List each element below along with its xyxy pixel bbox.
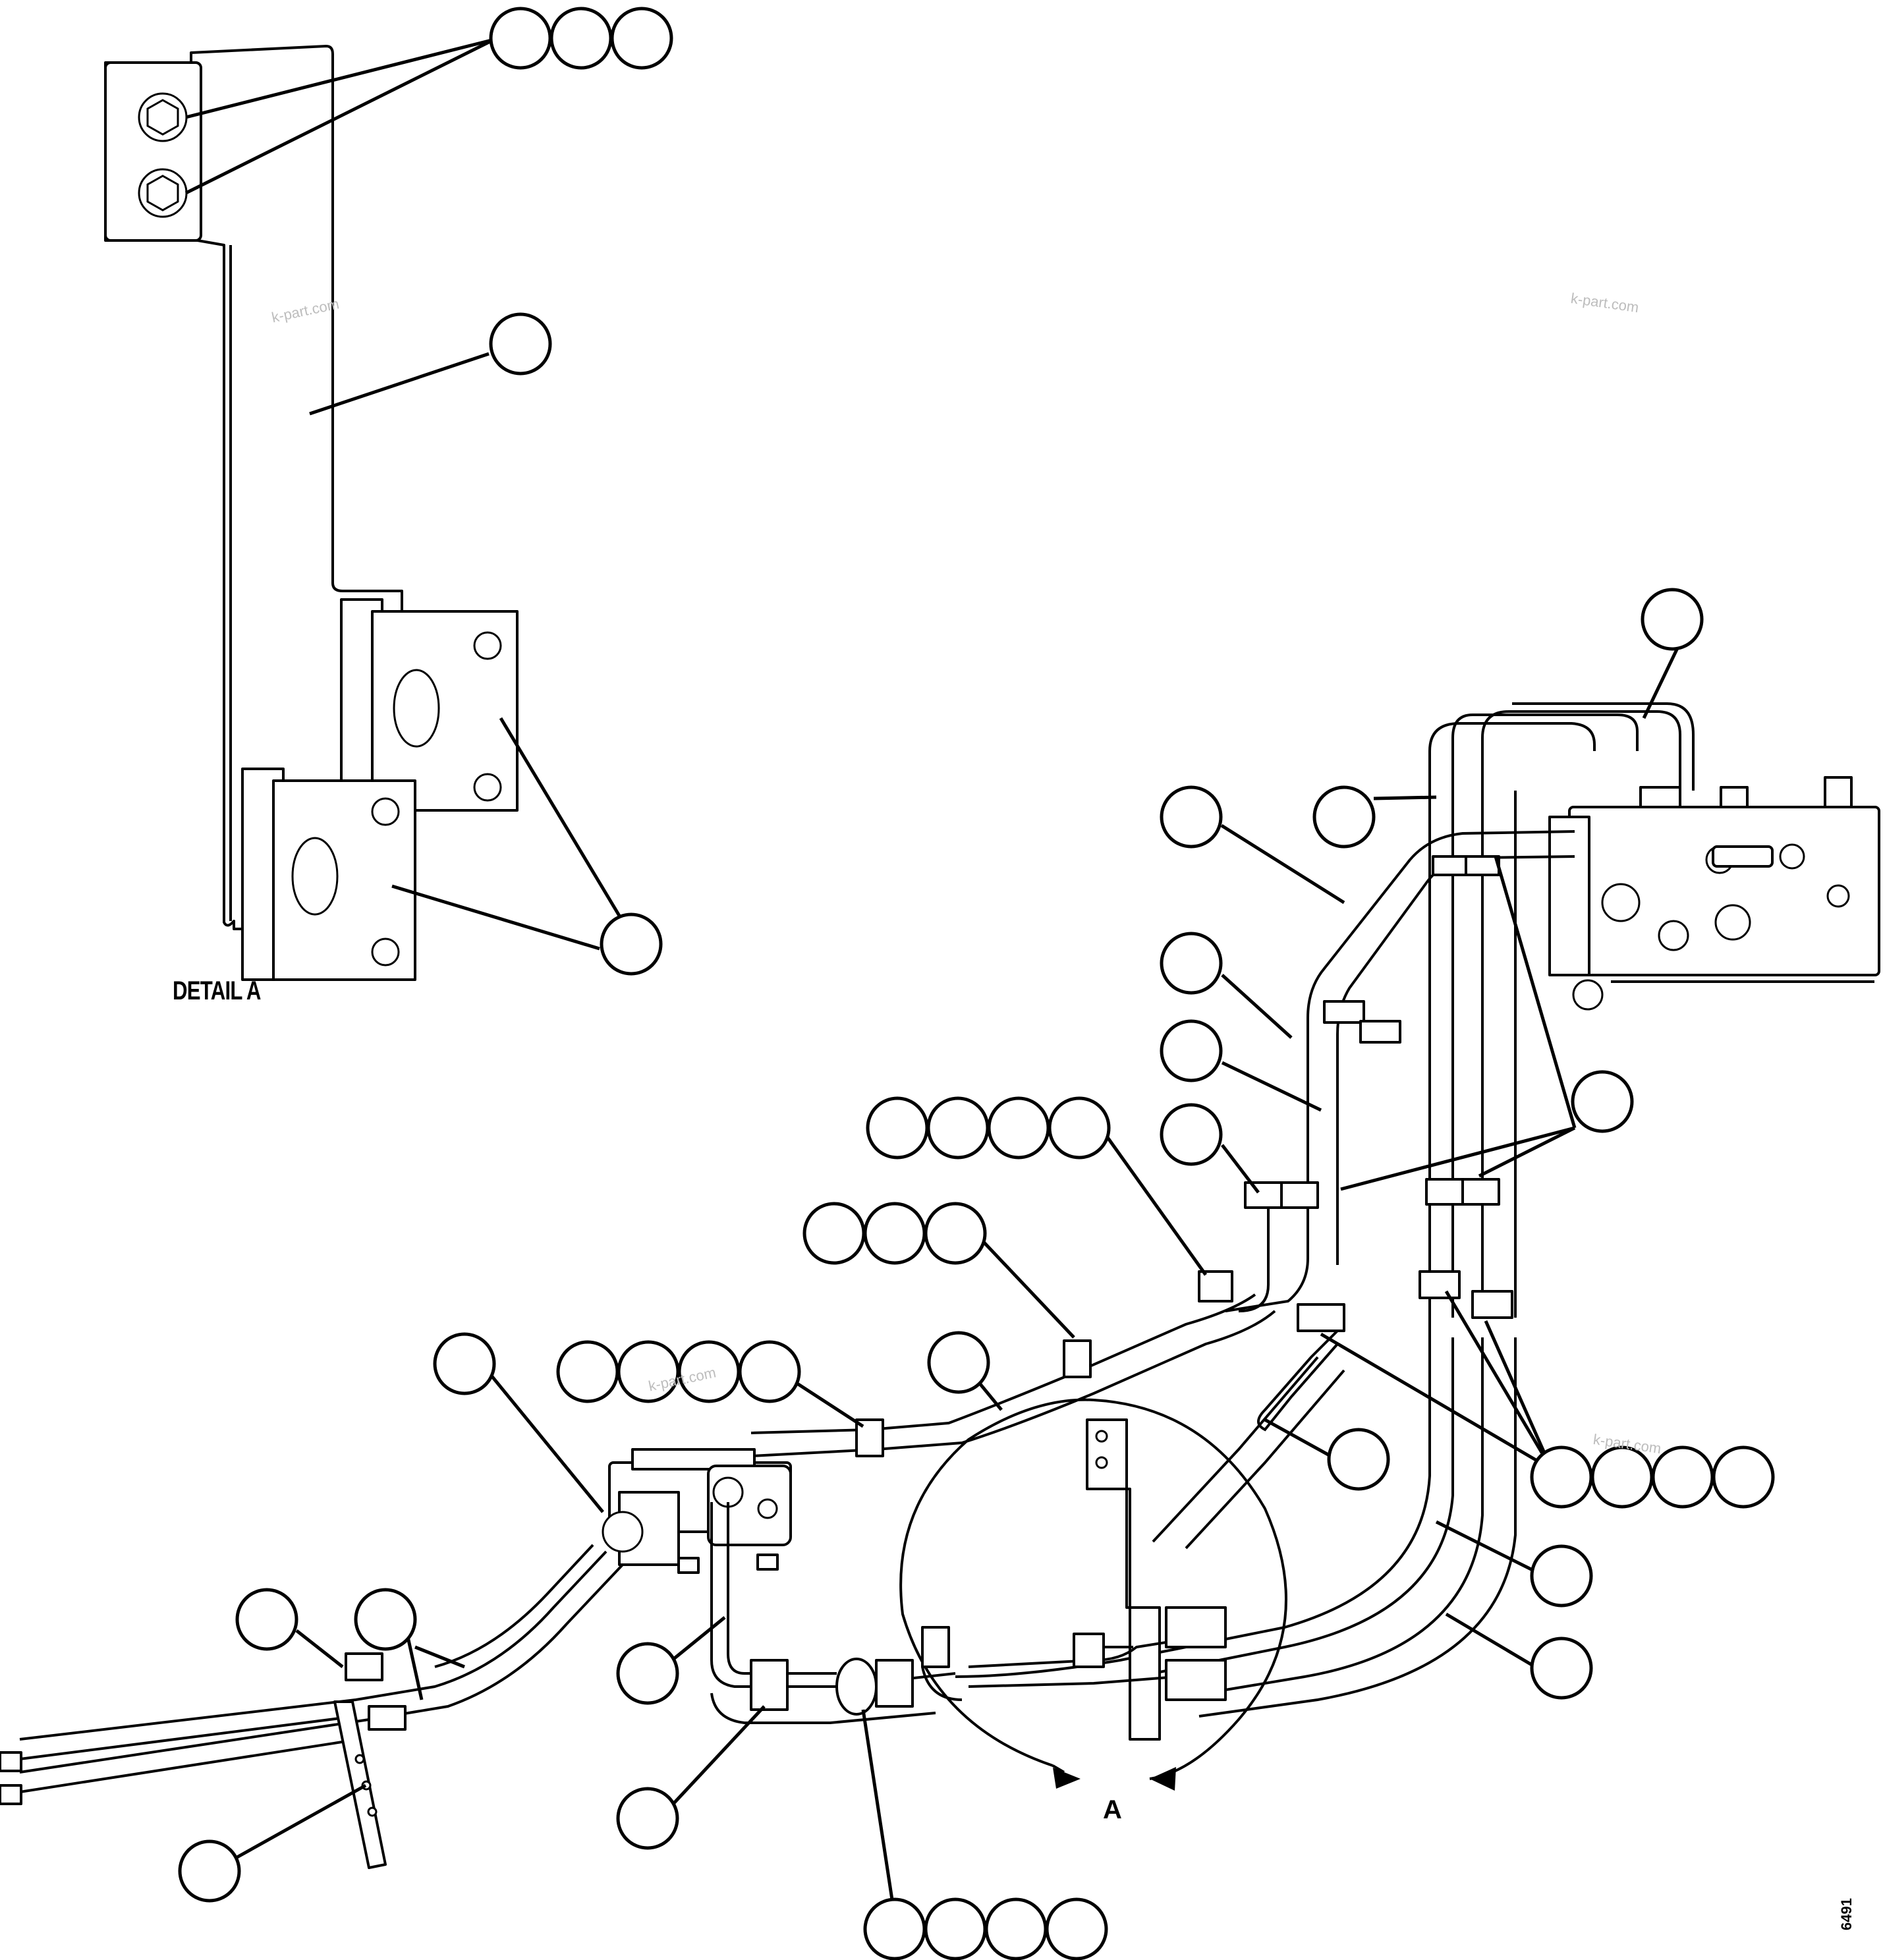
callout-hose-upper[interactable]: [927, 1331, 990, 1394]
callout-fitting-bottom-4-4[interactable]: [1045, 1897, 1108, 1960]
callout-tube-top-right[interactable]: [1641, 588, 1704, 651]
callout-detail-bolts-3[interactable]: [610, 7, 673, 70]
callout-clamp-right[interactable]: [1571, 1070, 1634, 1133]
callout-hose-lower-2[interactable]: [1530, 1637, 1593, 1700]
callout-detail-bracket[interactable]: [489, 312, 552, 376]
callout-tube-upper[interactable]: [1312, 785, 1376, 849]
callout-fitting-bottom-4-2[interactable]: [924, 1897, 987, 1960]
detail-a-label: DETAIL A: [173, 976, 261, 1005]
callout-hose-clip-4-2[interactable]: [617, 1340, 680, 1403]
callout-tube-left-1[interactable]: [1160, 932, 1223, 995]
callout-hose-fitting-4-4[interactable]: [1048, 1096, 1111, 1160]
callout-hose-lower-1[interactable]: [1530, 1544, 1593, 1608]
callout-clamps-4-2[interactable]: [1590, 1445, 1654, 1509]
callout-fitting-bottom-4-3[interactable]: [984, 1897, 1048, 1960]
callout-hose-clip-3-1[interactable]: [802, 1202, 866, 1265]
detail-circle: [899, 1398, 1287, 1791]
callout-hose-fitting-4-3[interactable]: [987, 1096, 1050, 1160]
callout-hose-clip-3-2[interactable]: [863, 1202, 926, 1265]
callout-pump[interactable]: [433, 1332, 496, 1395]
callout-detail-bolts-1[interactable]: [489, 7, 552, 70]
callout-hose-left-b[interactable]: [354, 1588, 417, 1651]
callout-clamps-4-1[interactable]: [1530, 1445, 1593, 1509]
callout-clamps-4-3[interactable]: [1651, 1445, 1714, 1509]
drawing-number: 6491: [1838, 1898, 1855, 1930]
callout-detail-bolts-2[interactable]: [549, 7, 613, 70]
rigid-tubes: [1225, 702, 1695, 1332]
callout-hose-left-a[interactable]: [235, 1588, 298, 1651]
callout-bracket-bottom[interactable]: [178, 1839, 241, 1903]
callout-hose-clip-4-1[interactable]: [556, 1340, 619, 1403]
callout-fitting-bottom-4-1[interactable]: [863, 1897, 926, 1960]
callout-clamps-4-4[interactable]: [1712, 1445, 1775, 1509]
callout-hose-fitting-4-2[interactable]: [926, 1096, 990, 1160]
callout-cylinder-hose[interactable]: [1327, 1428, 1390, 1491]
callout-hose-fitting-4-1[interactable]: [866, 1096, 929, 1160]
callout-hose-clip-3-3[interactable]: [924, 1202, 987, 1265]
callout-hose-clip-4-4[interactable]: [738, 1340, 801, 1403]
pump: [602, 1448, 792, 1574]
callout-tube-clamp-upper[interactable]: [1160, 785, 1223, 849]
detail-a-bracket: [104, 45, 519, 981]
callouts: [178, 7, 1775, 1960]
callout-tube-left-2[interactable]: [1160, 1019, 1223, 1082]
control-valve: [1548, 776, 1880, 1011]
leader-lines: [184, 38, 1685, 1905]
pump-hoses: [0, 1502, 956, 1869]
view-a-label: A: [1103, 1795, 1122, 1824]
callout-clamp-mid[interactable]: [1160, 1103, 1223, 1166]
callout-tube-bend[interactable]: [616, 1642, 679, 1705]
callout-detail-clamp-blocks[interactable]: [600, 912, 663, 976]
callout-clamp-bottom[interactable]: [616, 1787, 679, 1850]
